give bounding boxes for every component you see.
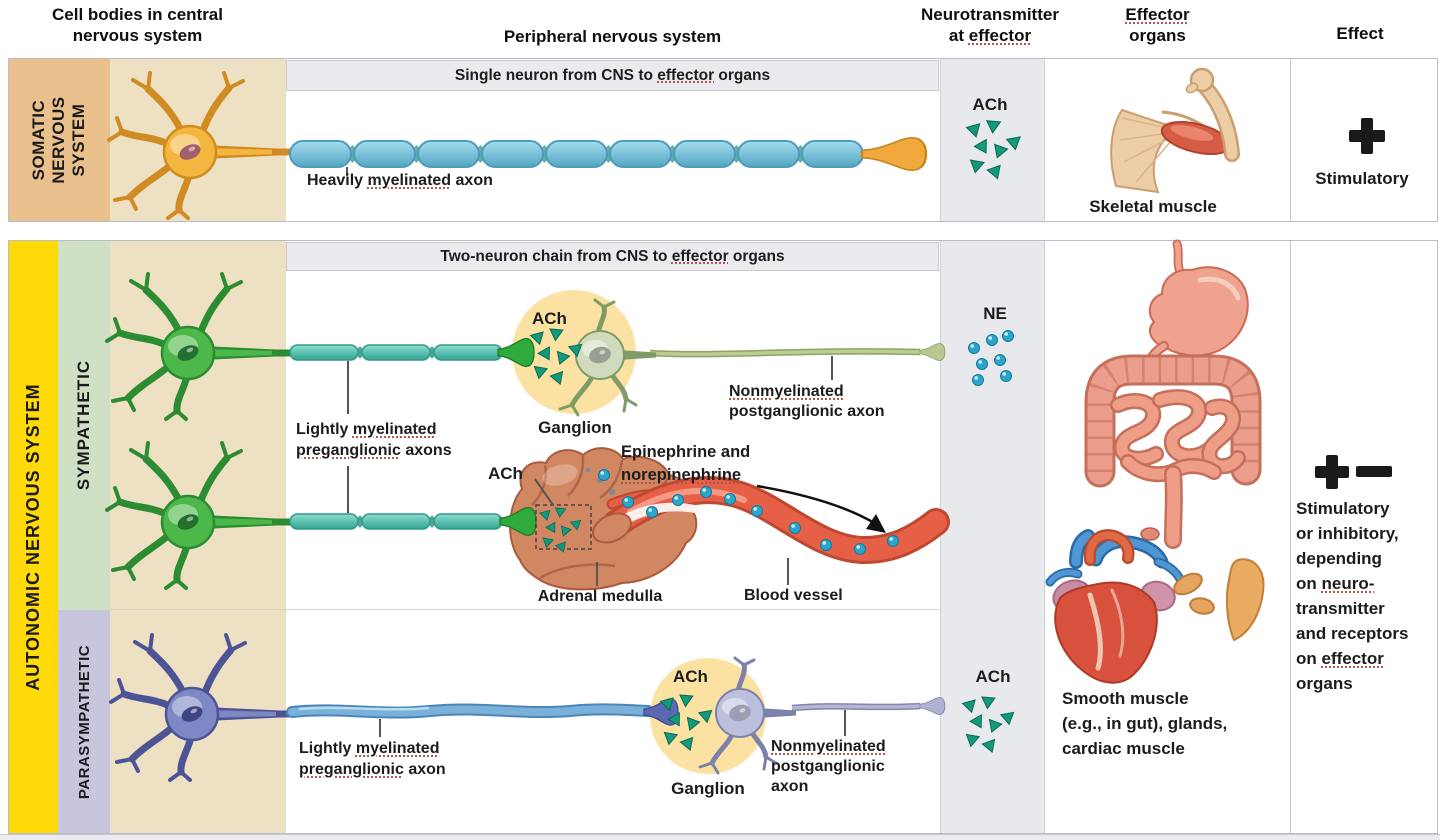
smooth-muscle-label: Smooth muscle(e.g., in gut), glands,card… (1062, 689, 1228, 758)
somatic-strip-label: SOMATIC NERVOUS SYSTEM (29, 96, 88, 184)
banner-text: Single neuron from CNS to (454, 66, 658, 84)
sympathetic-preganglionic-label: Lightly myelinated preganglionic axons (296, 421, 452, 459)
skeletal-muscle-label: Skeletal muscle (1089, 197, 1217, 216)
sympathetic-ganglion-ach-label: ACh (532, 309, 567, 328)
sympathetic-strip-label: SYMPATHETIC (74, 359, 93, 491)
heavily-myelinated-label: Heavily myelinated axon (307, 172, 493, 189)
ne-label: NE (983, 304, 1007, 323)
adrenal-ach-label: ACh (488, 464, 523, 483)
header-peripheral: Peripheral nervous system (503, 27, 722, 46)
somatic-row-border (8, 58, 1438, 222)
autonomic-banner: Two-neuron chain from CNS to effector or… (286, 242, 939, 271)
parasympathetic-nt-label: ACh (975, 667, 1011, 686)
bottom-edge-strip (0, 834, 1440, 840)
autonomic-effect-divider (1290, 240, 1291, 834)
somatic-effect-divider (1290, 58, 1291, 222)
parasympathetic-strip-bg (58, 610, 110, 834)
somatic-banner: Single neuron from CNS to effector organ… (286, 60, 939, 91)
parasympathetic-ganglion-ach-label: ACh (673, 667, 708, 686)
banner-text: Two-neuron chain from CNS to (440, 247, 672, 265)
parasympathetic-preganglionic-label: Lightly myelinated preganglionic axon (299, 740, 446, 778)
somatic-nt-label: ACh (972, 95, 1008, 114)
blood-vessel-label: Blood vessel (744, 587, 843, 604)
autonomic-strip-bg (8, 240, 58, 834)
somatic-strip-bg (8, 58, 110, 222)
stimulatory-label: Stimulatory (1315, 169, 1409, 188)
autonomic-effect-label: Stimulatory or inhibitory, depending on … (1296, 499, 1409, 693)
header-effect: Effect (1336, 24, 1384, 43)
parasympathetic-ganglion-label: Ganglion (671, 779, 745, 798)
parasympathetic-strip-label: PARASYMPATHETIC (75, 644, 93, 800)
symp-para-divider (110, 609, 940, 610)
sympathetic-ganglion-label: Ganglion (538, 418, 612, 437)
adrenal-medulla-label: Adrenal medulla (537, 588, 663, 605)
autonomic-strip-label: AUTONOMIC NERVOUS SYSTEM (22, 383, 43, 691)
sympathetic-strip-bg (58, 240, 110, 610)
autonomic-row-border (8, 240, 1438, 834)
